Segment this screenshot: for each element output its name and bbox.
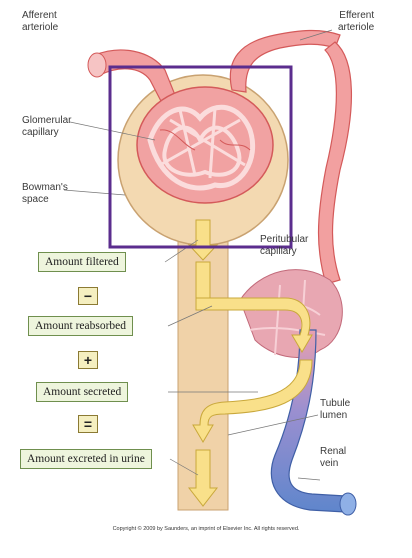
glomerular-capillary-label: Glomerular capillary <box>22 115 72 138</box>
amount-reabsorbed-box: Amount reabsorbed <box>28 316 134 336</box>
copyright-notice: Copyright © 2009 by Saunders, an imprint… <box>112 526 300 532</box>
efferent-arteriole-vessel <box>229 29 341 93</box>
amount-filtered-box: Amount filtered <box>38 252 126 272</box>
renal-vein-label: Renal vein <box>320 446 347 469</box>
leader-lines <box>63 29 333 481</box>
highlight-box <box>108 65 293 249</box>
peritubular-capillary-network <box>239 269 343 361</box>
filtration-arrow <box>187 219 219 261</box>
afferent-opening <box>87 52 107 78</box>
secretion-arrow <box>192 359 313 443</box>
tubule-flow-arrow <box>195 261 211 299</box>
renal-vein-opening <box>339 492 357 516</box>
minus-operator: − <box>78 287 98 305</box>
excretion-arrow <box>187 449 219 507</box>
amount-excreted-box: Amount excreted in urine <box>20 449 152 469</box>
tubule-lumen-label: Tubule lumen <box>320 398 351 421</box>
efferent-descending <box>317 41 352 285</box>
glomerulus <box>136 86 274 204</box>
plus-operator: + <box>78 351 98 369</box>
reabsorption-arrow <box>195 297 313 353</box>
afferent-arteriole-vessel <box>94 49 176 104</box>
efferent-arteriole-label: Efferent arteriole <box>338 10 375 33</box>
amount-secreted-box: Amount secreted <box>36 382 129 402</box>
afferent-arteriole-label: Afferent arteriole <box>22 10 59 33</box>
bowmans-space-label: Bowman's space <box>22 182 68 205</box>
peritubular-capillary-label: Peritubular capillary <box>260 234 309 257</box>
equals-operator: = <box>78 415 98 433</box>
